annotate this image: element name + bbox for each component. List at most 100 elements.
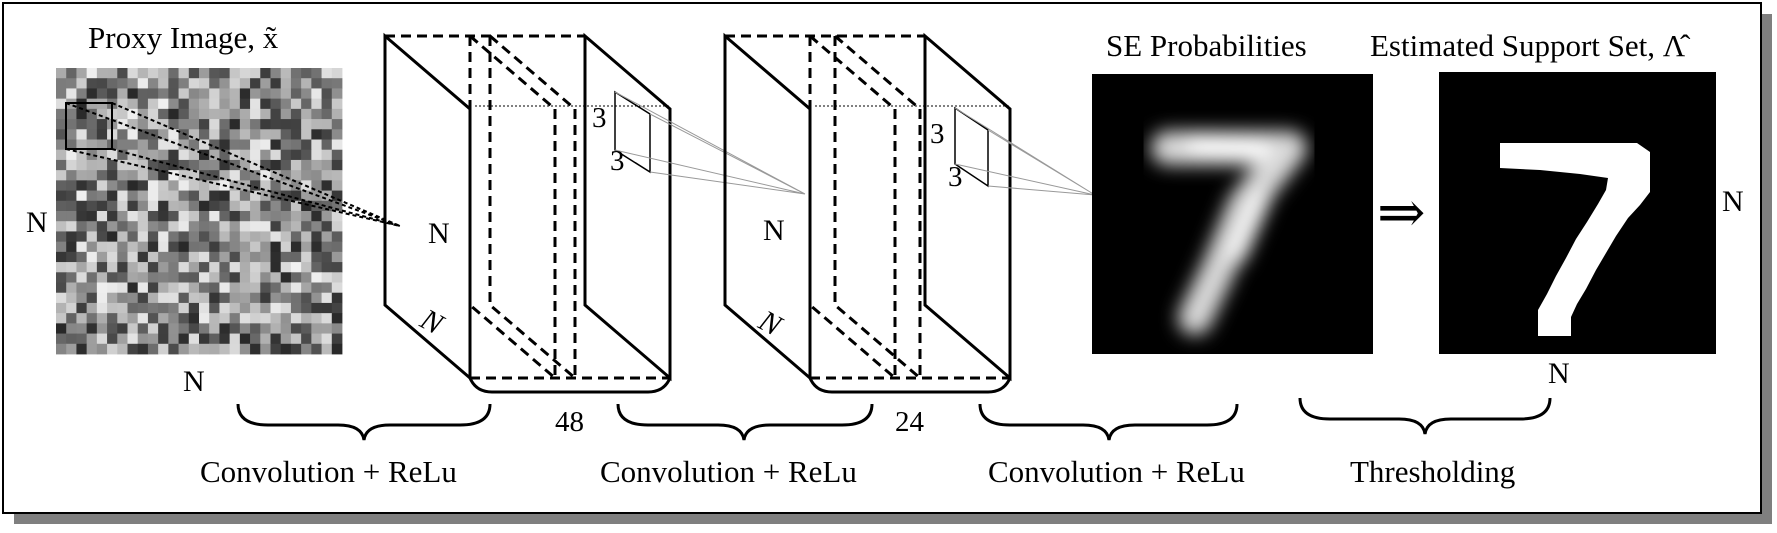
noise-pixel [321,129,333,140]
noise-pixel [331,68,343,79]
noise-pixel [311,313,322,324]
noise-pixel [260,313,271,324]
noise-pixel [147,292,159,304]
noise-pixel [56,98,67,110]
noise-pixel [127,211,139,222]
noise-pixel [137,323,149,334]
noise-pixel [239,343,251,355]
noise-pixel [86,139,98,151]
noise-pixel [311,323,322,334]
noise-pixel [199,343,210,355]
noise-pixel [168,272,179,283]
noise-pixel [107,211,118,222]
noise-pixel [127,180,139,191]
noise-pixel [280,272,292,283]
noise-pixel [331,241,343,253]
noise-pixel [209,302,220,314]
noise-pixel [66,221,77,232]
noise-pixel [137,262,149,273]
noise-pixel [250,98,261,110]
noise-pixel [188,251,200,263]
brace-1 [236,403,492,441]
noise-pixel [56,159,67,171]
noise-pixel [76,211,88,222]
noise-pixel [209,159,220,171]
noise-pixel [311,211,322,222]
step-label-4: Thresholding [1350,454,1515,489]
implies-arrow: ⇒ [1377,180,1426,245]
noise-pixel [66,262,77,273]
noise-pixel [107,302,118,314]
noise-pixel [147,149,159,161]
noise-pixel [280,343,292,355]
noise-pixel [250,251,261,263]
noise-pixel [290,159,302,171]
noise-pixel [178,272,190,283]
noise-pixel [321,231,333,243]
noise-pixel [321,159,333,171]
noise-pixel [199,180,210,191]
noise-pixel [219,251,231,263]
noise-pixel [56,231,67,243]
noise-pixel [137,231,149,243]
noise-pixel [56,323,67,334]
noise-pixel [76,108,88,120]
noise-pixel [76,333,88,345]
noise-pixel [107,159,118,171]
noise-pixel [311,292,322,304]
noise-pixel [86,159,98,171]
noise-pixel [86,78,98,89]
noise-pixel [290,231,302,243]
noise-pixel [219,170,231,181]
noise-pixel [188,343,200,355]
noise-pixel [209,129,220,140]
noise-pixel [86,170,98,181]
noise-pixel [331,262,343,273]
noise-pixel [331,272,343,283]
noise-pixel [117,302,128,314]
noise-pixel [219,129,231,140]
proxy-image-noise [56,68,343,355]
noise-pixel [56,272,67,283]
noise-pixel [147,262,159,273]
noise-pixel [137,251,149,263]
noise-pixel [96,108,108,120]
noise-pixel [321,302,333,314]
noise-pixel [168,149,179,161]
noise-pixel [270,129,282,140]
noise-pixel [127,190,139,202]
noise-pixel [270,88,282,100]
noise-pixel [56,302,67,314]
noise-pixel [127,313,139,324]
noise-pixel [107,200,118,212]
noise-pixel [147,88,159,100]
noise-pixel [290,68,302,79]
noise-pixel [280,180,292,191]
noise-pixel [96,282,108,294]
noise-pixel [168,88,179,100]
noise-pixel [239,78,251,89]
noise-pixel [260,323,271,334]
noise-pixel [117,343,128,355]
noise-pixel [147,302,159,314]
noise-pixel [321,200,333,212]
noise-pixel [178,251,190,263]
noise-pixel [117,149,128,161]
noise-pixel [137,98,149,110]
noise-pixel [209,88,220,100]
noise-pixel [66,88,77,100]
noise-pixel [331,139,343,151]
noise-pixel [311,251,322,263]
noise-pixel [158,139,169,151]
noise-pixel [76,272,88,283]
noise-pixel [199,302,210,314]
noise-pixel [86,272,98,283]
noise-pixel [127,333,139,345]
noise-pixel [147,323,159,334]
noise-pixel [239,241,251,253]
noise-pixel [158,170,169,181]
noise-pixel [137,221,149,232]
noise-pixel [290,211,302,222]
noise-pixel [331,313,343,324]
noise-pixel [280,149,292,161]
